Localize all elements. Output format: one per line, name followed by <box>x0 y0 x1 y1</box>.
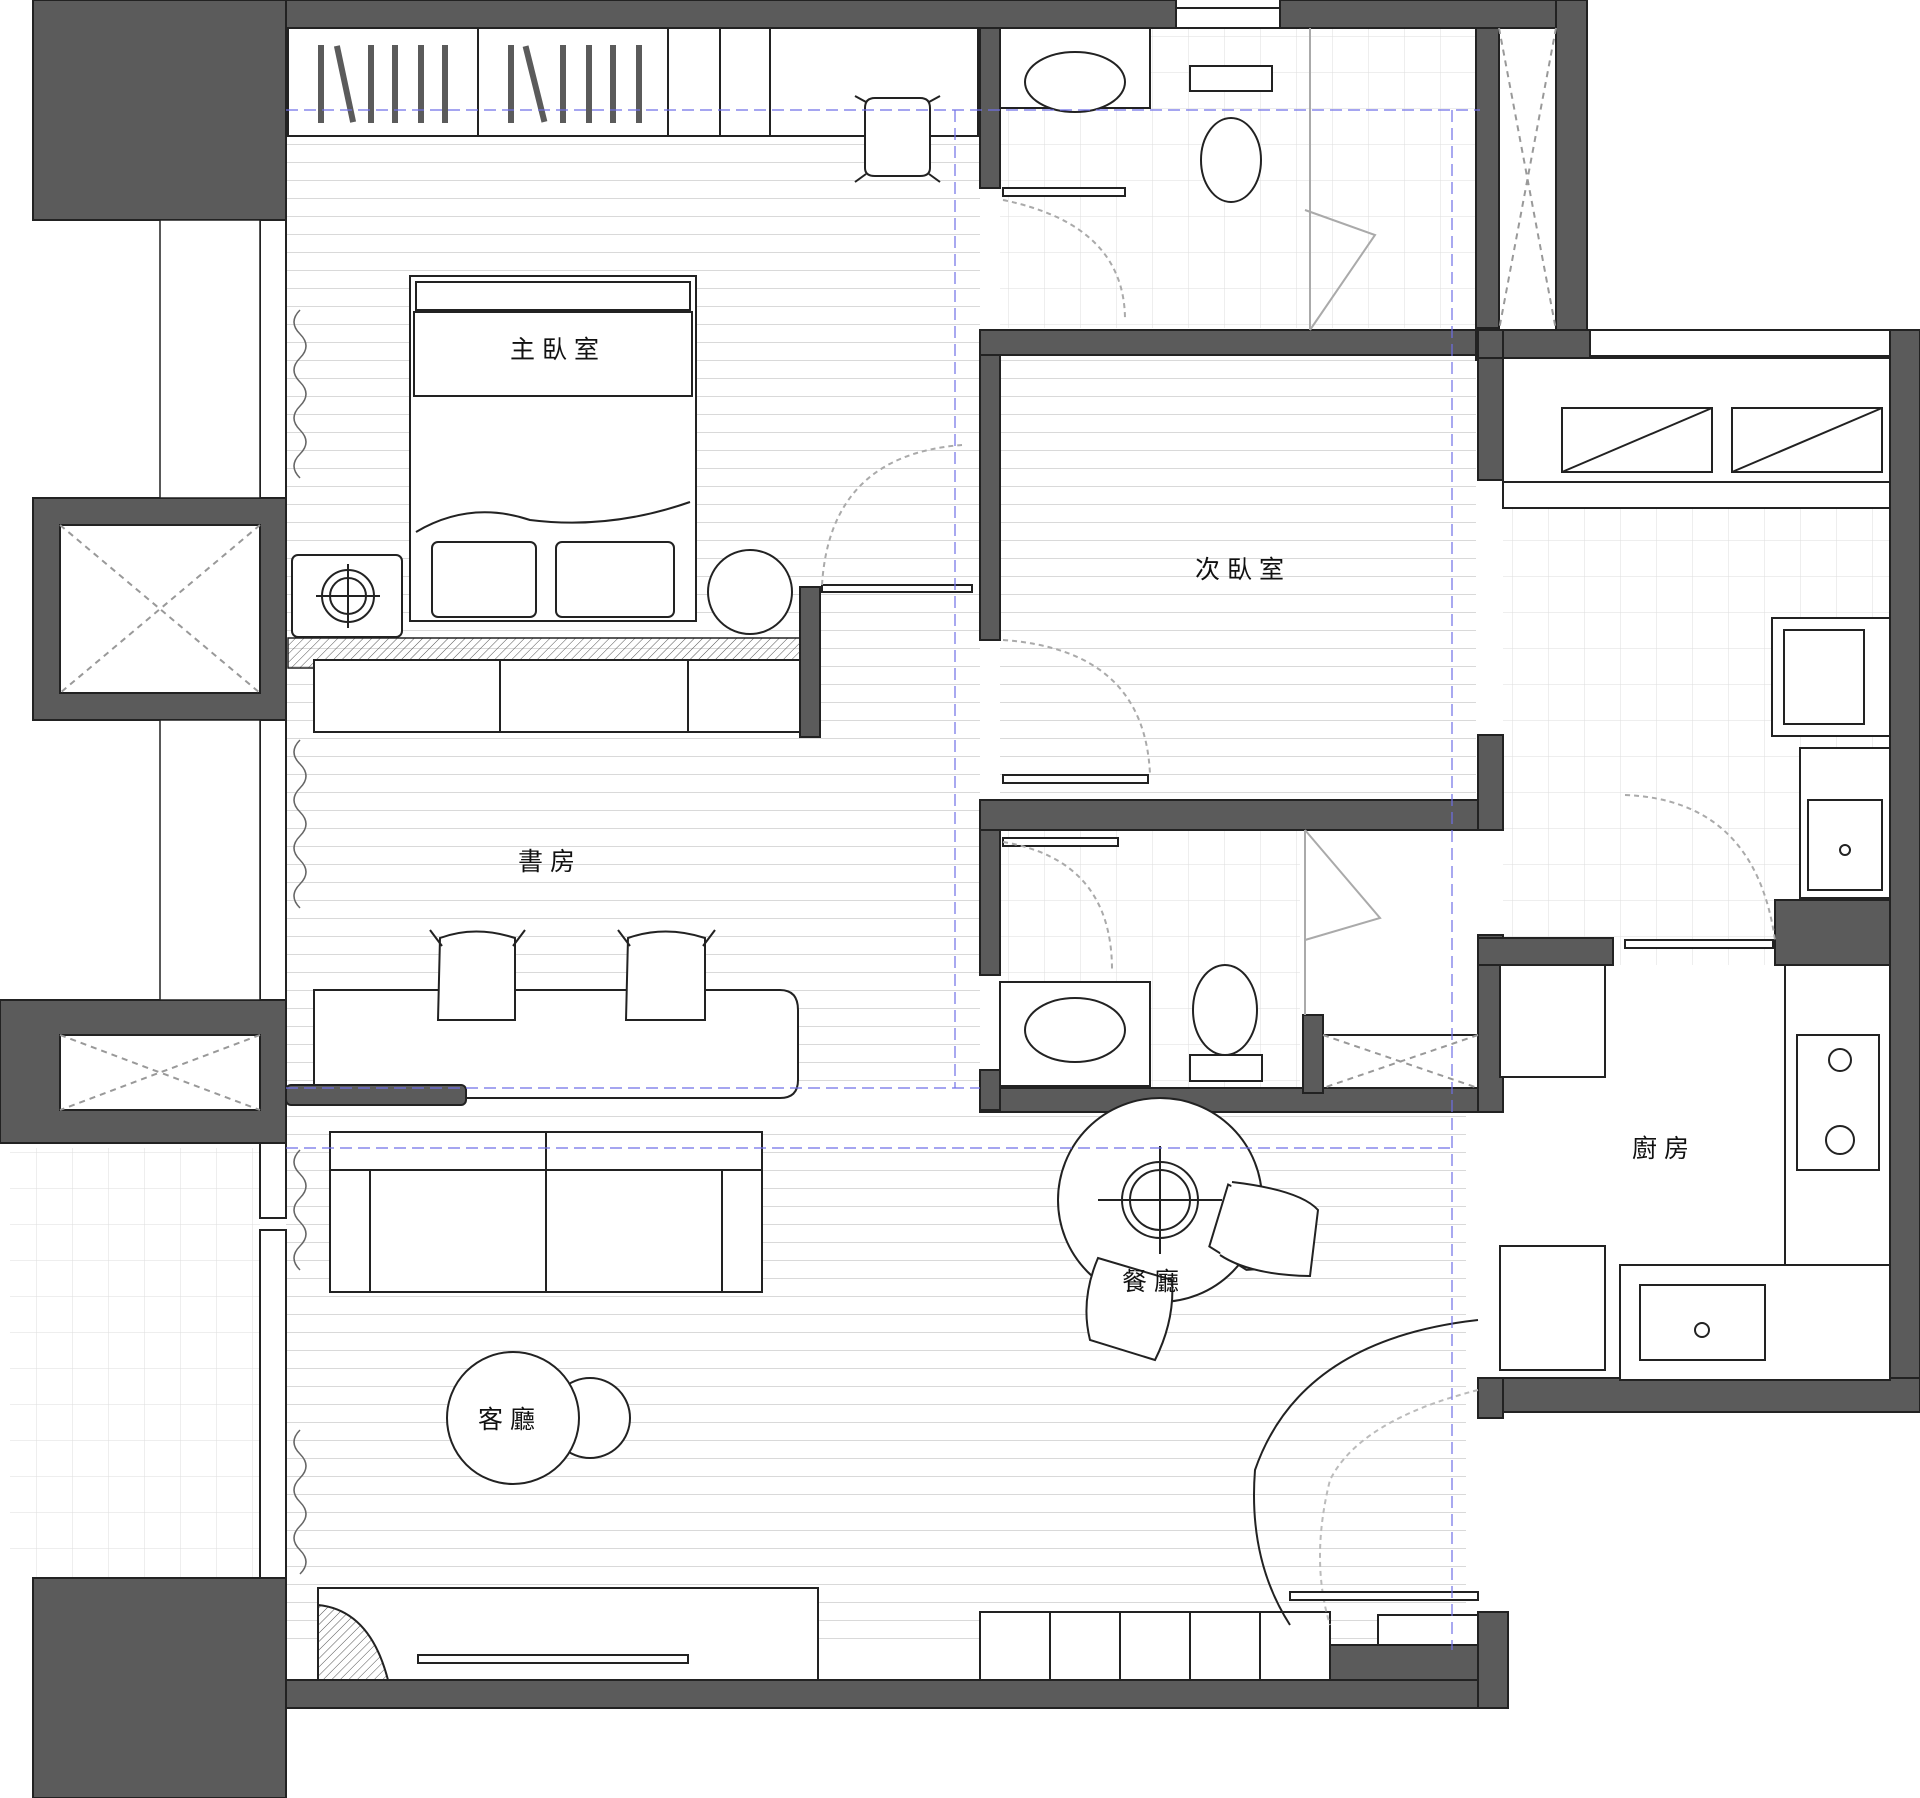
wall-bottom-right-column <box>1477 1611 1509 1709</box>
fridge-oven <box>1771 617 1891 899</box>
wall-top <box>285 0 1177 29</box>
bath-top-fixtures <box>999 27 1377 331</box>
tv-console <box>317 1587 819 1681</box>
wall-bath-right-lower <box>1477 734 1504 831</box>
wall-kitchen-right <box>1889 329 1920 1411</box>
hangers <box>318 45 642 123</box>
window-kitchen-top <box>1589 329 1891 357</box>
dining-table <box>1057 1097 1263 1303</box>
window-top <box>1175 7 1281 29</box>
bed <box>409 275 697 622</box>
wall-kitchen-door-left <box>1477 937 1614 966</box>
coffee-tables <box>446 1351 631 1485</box>
curtains <box>293 309 307 1575</box>
window-left-2 <box>259 719 287 1001</box>
room-label-master-bedroom: 主臥室 <box>510 335 606 364</box>
shoe-cabinet <box>979 1611 1479 1681</box>
partition-bed-side <box>799 586 821 738</box>
wall-column-bottom-left <box>32 1577 287 1798</box>
wall-column-top-left <box>32 0 287 221</box>
bath-bottom-fixtures <box>999 829 1382 1087</box>
wall-kitchen-bottom <box>1479 1377 1920 1413</box>
wall-bath2-left <box>979 829 1001 976</box>
nightstand <box>291 554 403 638</box>
room-label-study: 書房 <box>518 847 582 876</box>
kitchen-counter <box>1499 964 1891 1381</box>
room-label-living-room: 客廳 <box>478 1405 542 1434</box>
wall-kitchen-left-top <box>1477 357 1504 481</box>
windows-left <box>259 7 1891 1579</box>
wall-bedroom-left <box>979 354 1001 641</box>
wall-bottom-right-block <box>1329 1644 1479 1681</box>
entrance-door <box>1253 1319 1479 1626</box>
wall-bath2-left-base <box>979 1069 1001 1111</box>
doors <box>821 187 1776 971</box>
wall-bath2-step <box>1302 1014 1324 1094</box>
study-cabinet <box>313 659 801 733</box>
study-chairs <box>429 929 716 1021</box>
wall-top-right <box>1279 0 1588 29</box>
window-left-3 <box>259 1142 287 1219</box>
round-ottoman <box>707 549 793 635</box>
room-labels: 主臥室 次臥室 書房 廚房 餐廳 客廳 <box>478 335 1696 1434</box>
kitchen-upper-cabinets <box>1502 357 1891 509</box>
wall-bath-top-left <box>979 27 1001 189</box>
wall-bath-bottom-base <box>979 1087 1503 1113</box>
desk-chair-top <box>854 95 941 183</box>
wall-bedroom-bottom <box>979 799 1479 831</box>
floor-second-bedroom <box>1000 355 1476 800</box>
dining-chairs <box>1085 1181 1320 1362</box>
room-label-dining-room: 餐廳 <box>1122 1267 1186 1296</box>
floor-balcony <box>10 1148 260 1578</box>
wall-bath-bottom <box>979 329 1477 356</box>
window-pillars <box>159 219 261 1001</box>
window-left-4 <box>259 1229 287 1579</box>
duct-shafts <box>59 27 1557 1111</box>
room-label-second-bedroom: 次臥室 <box>1195 555 1291 584</box>
axis-lines <box>286 109 1480 1650</box>
wall-bottom <box>285 1679 1509 1709</box>
room-label-kitchen: 廚房 <box>1632 1134 1696 1163</box>
wall-kitchen-left-bottom <box>1477 1377 1504 1419</box>
wall-right-upper <box>1475 27 1500 329</box>
window-left-1 <box>259 219 287 499</box>
wardrobe <box>287 27 979 137</box>
wall-top-right-column <box>1555 0 1588 361</box>
wall-kitchen-stub <box>1774 899 1891 966</box>
sofa <box>329 1131 763 1293</box>
